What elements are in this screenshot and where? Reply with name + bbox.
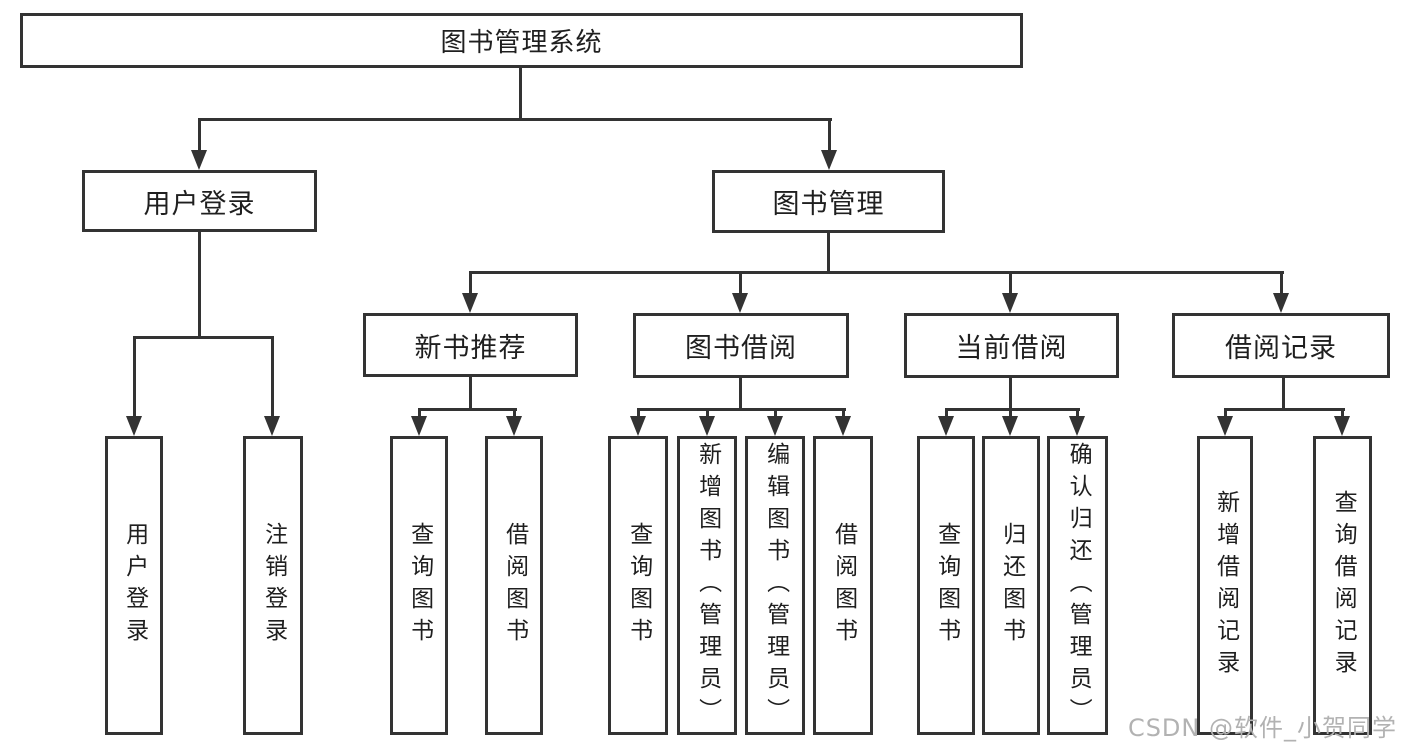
arrow-down-icon (462, 271, 478, 313)
node-label: 新增借阅记录 (1212, 489, 1239, 682)
node-label: 新书推荐 (414, 332, 527, 364)
node-label: 借阅记录 (1225, 333, 1337, 364)
arrow-down-icon (191, 118, 207, 170)
connector-hline (198, 118, 832, 121)
leaf-user-login: 用户登录 (105, 436, 163, 735)
leaf-return-book: 归还图书 (982, 436, 1040, 735)
leaf-edit-book-admin: 编辑图书（管理员） (745, 436, 805, 735)
arrow-down-icon (506, 408, 522, 436)
leaf-borrow-books-recommend: 借阅图书 (485, 436, 543, 735)
node-user-login: 用户登录 (82, 170, 317, 232)
connector-hline (1224, 408, 1345, 411)
node-label: 确认归还（管理员） (1065, 441, 1092, 730)
arrow-down-icon (1069, 408, 1085, 436)
leaf-add-book-admin: 新增图书（管理员） (677, 436, 737, 735)
node-label: 图书借阅 (685, 333, 797, 364)
connector-hline (945, 408, 1080, 411)
arrow-down-icon (1334, 408, 1350, 436)
connector-vline (1009, 377, 1012, 408)
arrow-down-icon (411, 408, 427, 436)
arrow-down-icon (630, 408, 646, 436)
leaf-confirm-return-admin: 确认归还（管理员） (1047, 436, 1108, 735)
node-label: 查询借阅记录 (1330, 489, 1357, 682)
leaf-borrow-books-borrowing: 借阅图书 (813, 436, 873, 735)
arrow-down-icon (1002, 271, 1018, 313)
arrow-down-icon (699, 408, 715, 436)
node-label: 借阅图书 (501, 521, 528, 650)
node-book-borrowing: 图书借阅 (633, 313, 849, 378)
connector-vline (469, 377, 472, 408)
leaf-add-borrow-record: 新增借阅记录 (1197, 436, 1253, 735)
node-label: 注销登录 (260, 521, 287, 650)
connector-vline (827, 233, 830, 271)
leaf-query-books-current: 查询图书 (917, 436, 975, 735)
connector-vline (198, 232, 201, 336)
node-label: 归还图书 (998, 521, 1025, 650)
connector-hline (469, 271, 1284, 274)
arrow-down-icon (732, 271, 748, 313)
node-borrowing-records: 借阅记录 (1172, 313, 1390, 378)
node-label: 借阅图书 (830, 521, 857, 650)
node-label: 图书管理 (772, 189, 885, 220)
arrow-down-icon (767, 408, 783, 436)
node-book-management: 图书管理 (712, 170, 945, 233)
node-label: 查询图书 (625, 521, 652, 650)
arrow-down-icon (1217, 408, 1233, 436)
node-label: 图书管理系统 (440, 28, 603, 58)
arrow-down-icon (264, 336, 280, 436)
arrow-down-icon (1273, 271, 1289, 313)
node-label: 编辑图书（管理员） (762, 441, 789, 730)
arrow-down-icon (835, 408, 851, 436)
node-new-book-recommendation: 新书推荐 (363, 313, 578, 377)
leaf-logout: 注销登录 (243, 436, 303, 735)
node-label: 用户登录 (143, 188, 256, 220)
connector-vline (519, 68, 522, 118)
arrow-down-icon (1002, 408, 1018, 436)
node-label: 当前借阅 (955, 333, 1068, 364)
node-label: 新增图书（管理员） (694, 441, 721, 730)
node-label: 用户登录 (121, 521, 148, 650)
node-label: 查询图书 (933, 521, 960, 650)
leaf-query-books-borrowing: 查询图书 (608, 436, 668, 735)
node-root: 图书管理系统 (20, 13, 1023, 68)
connector-hline (418, 408, 517, 411)
connector-hline (133, 336, 274, 339)
arrow-down-icon (938, 408, 954, 436)
arrow-down-icon (821, 118, 837, 170)
leaf-query-borrow-record: 查询借阅记录 (1313, 436, 1372, 735)
arrow-down-icon (126, 336, 142, 436)
node-label: 查询图书 (406, 521, 433, 650)
watermark: CSDN @软件_小贺同学 (1127, 714, 1397, 742)
connector-hline (637, 408, 846, 411)
node-current-borrowing: 当前借阅 (904, 313, 1119, 378)
connector-vline (739, 377, 742, 408)
leaf-query-books-recommend: 查询图书 (390, 436, 448, 735)
connector-vline (1282, 377, 1285, 408)
